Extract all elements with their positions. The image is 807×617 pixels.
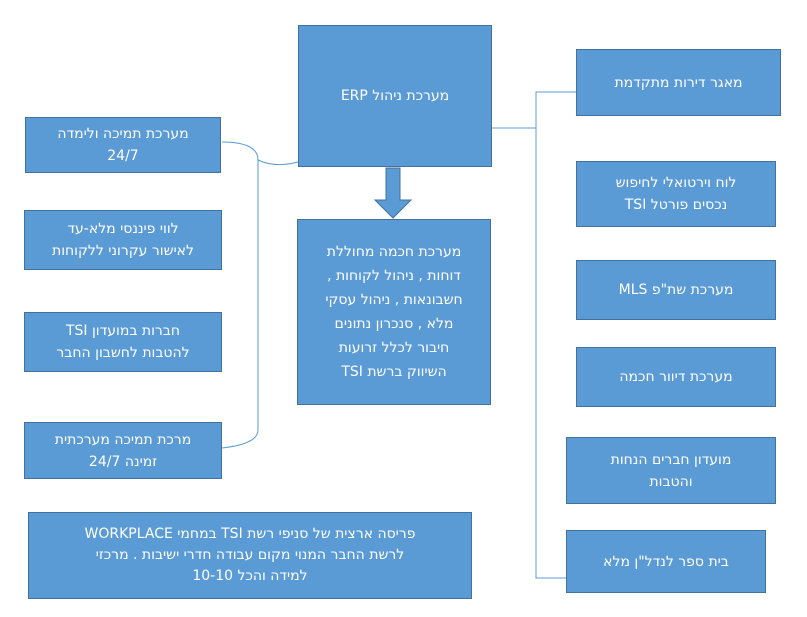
right-bracket-line [535,91,576,579]
right-box-members-club: מועדון חברים הנחות והטבות [566,437,776,504]
left-box-support-learning: מערכת תמיכה ולימדה 24/7 [25,117,221,173]
left-box-club-membership: חברות במועדון TSI להטבות לחשבון החבר [24,312,222,372]
right-box-mailing: מערכת דיוור חכמה [576,347,776,407]
down-arrow [373,167,413,219]
right-box-apartments-db: מאגר דירות מתקדמת [576,49,781,116]
left-to-erp-line [257,159,299,166]
right-box-virtual-board: לוח וירטואלי לחיפוש נכסים פורטל TSI [576,161,776,227]
right-box-real-estate-school: בית ספר לנדל"ן מלא [566,530,766,593]
left-bracket-line [221,141,259,449]
smart-system-box: מערכת חכמה מחוללת דוחות , ניהול לקוחות ,… [297,219,491,405]
bottom-box-workplace: פריסה ארצית של סניפי רשת TSI במחמי WORKP… [28,512,472,599]
left-box-system-support: מרכת תמיכה מערכתית זמינה 24/7 [24,422,222,479]
right-box-mls: מערכת שת"פ MLS [576,260,776,320]
left-box-financial-support: לווי פיננסי מלא-עד לאישור עקרוני ללקוחות [24,210,222,270]
erp-system-box: מערכת ניהול ERP [298,25,492,167]
